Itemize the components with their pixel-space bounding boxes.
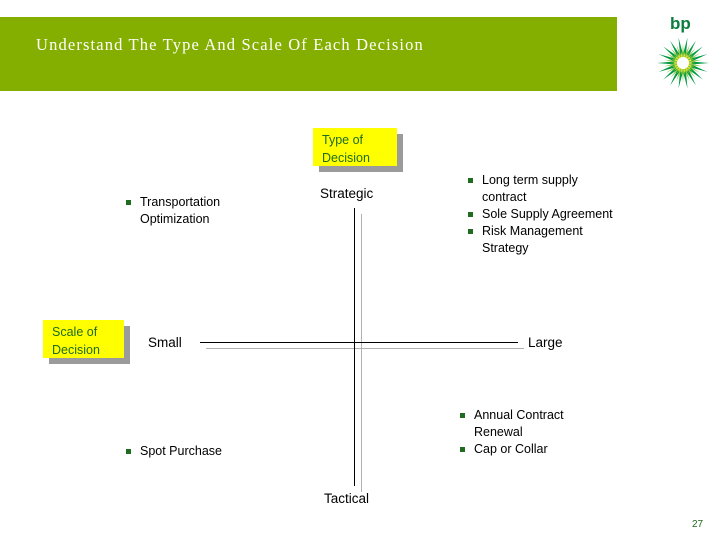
list-item: Spot Purchase: [126, 443, 256, 460]
axis-label-large: Large: [528, 335, 563, 350]
quadrant-tactical-small-list: Spot Purchase: [126, 443, 256, 460]
bullet-square-icon: [460, 447, 465, 452]
vertical-axis-line: [354, 208, 355, 486]
axis-label-tactical: Tactical: [324, 491, 370, 506]
list-item: Risk Management Strategy: [468, 223, 618, 257]
list-item-label: Risk Management Strategy: [482, 224, 583, 255]
bp-logo: bp: [652, 14, 714, 92]
header-bar: [0, 17, 617, 91]
scale-of-decision-line2: Decision: [52, 342, 100, 357]
page-number: 27: [692, 519, 704, 530]
bullet-square-icon: [126, 200, 131, 205]
list-item: Sole Supply Agreement: [468, 206, 618, 223]
list-item-label: Long term supply contract: [482, 173, 578, 204]
horizontal-axis-line: [200, 342, 518, 343]
bullet-square-icon: [468, 229, 473, 234]
list-item: Cap or Collar: [460, 441, 615, 458]
type-of-decision-line1: Type of: [322, 133, 363, 147]
bullet-square-icon: [468, 178, 473, 183]
bullet-square-icon: [460, 413, 465, 418]
axis-label-strategic: Strategic: [320, 186, 374, 201]
quadrant-strategic-small-list: Transportation Optimization: [126, 194, 241, 228]
scale-of-decision-label: Scale of Decision: [43, 320, 124, 358]
list-item-label: Sole Supply Agreement: [482, 207, 613, 221]
type-of-decision-line2: Decision: [322, 150, 370, 165]
axis-label-small: Small: [148, 335, 182, 350]
list-item-label: Spot Purchase: [140, 444, 222, 458]
bullet-square-icon: [126, 449, 131, 454]
vertical-axis-shadow: [361, 214, 362, 492]
bp-wordmark: bp: [670, 14, 691, 33]
bullet-square-icon: [468, 212, 473, 217]
horizontal-axis-shadow: [206, 348, 524, 349]
list-item-label: Transportation Optimization: [140, 195, 221, 226]
scale-of-decision-line1: Scale of: [52, 325, 98, 339]
list-item-label: Cap or Collar: [474, 442, 548, 456]
list-item: Transportation Optimization: [126, 194, 241, 228]
list-item: Long term supply contract: [468, 172, 618, 206]
list-item-label: Annual Contract Renewal: [474, 408, 564, 439]
bp-helios-icon: [657, 37, 709, 89]
page-title: Understand The Type And Scale Of Each De…: [36, 35, 424, 54]
type-of-decision-label: Type of Decision: [313, 128, 397, 166]
list-item: Annual Contract Renewal: [460, 407, 615, 441]
